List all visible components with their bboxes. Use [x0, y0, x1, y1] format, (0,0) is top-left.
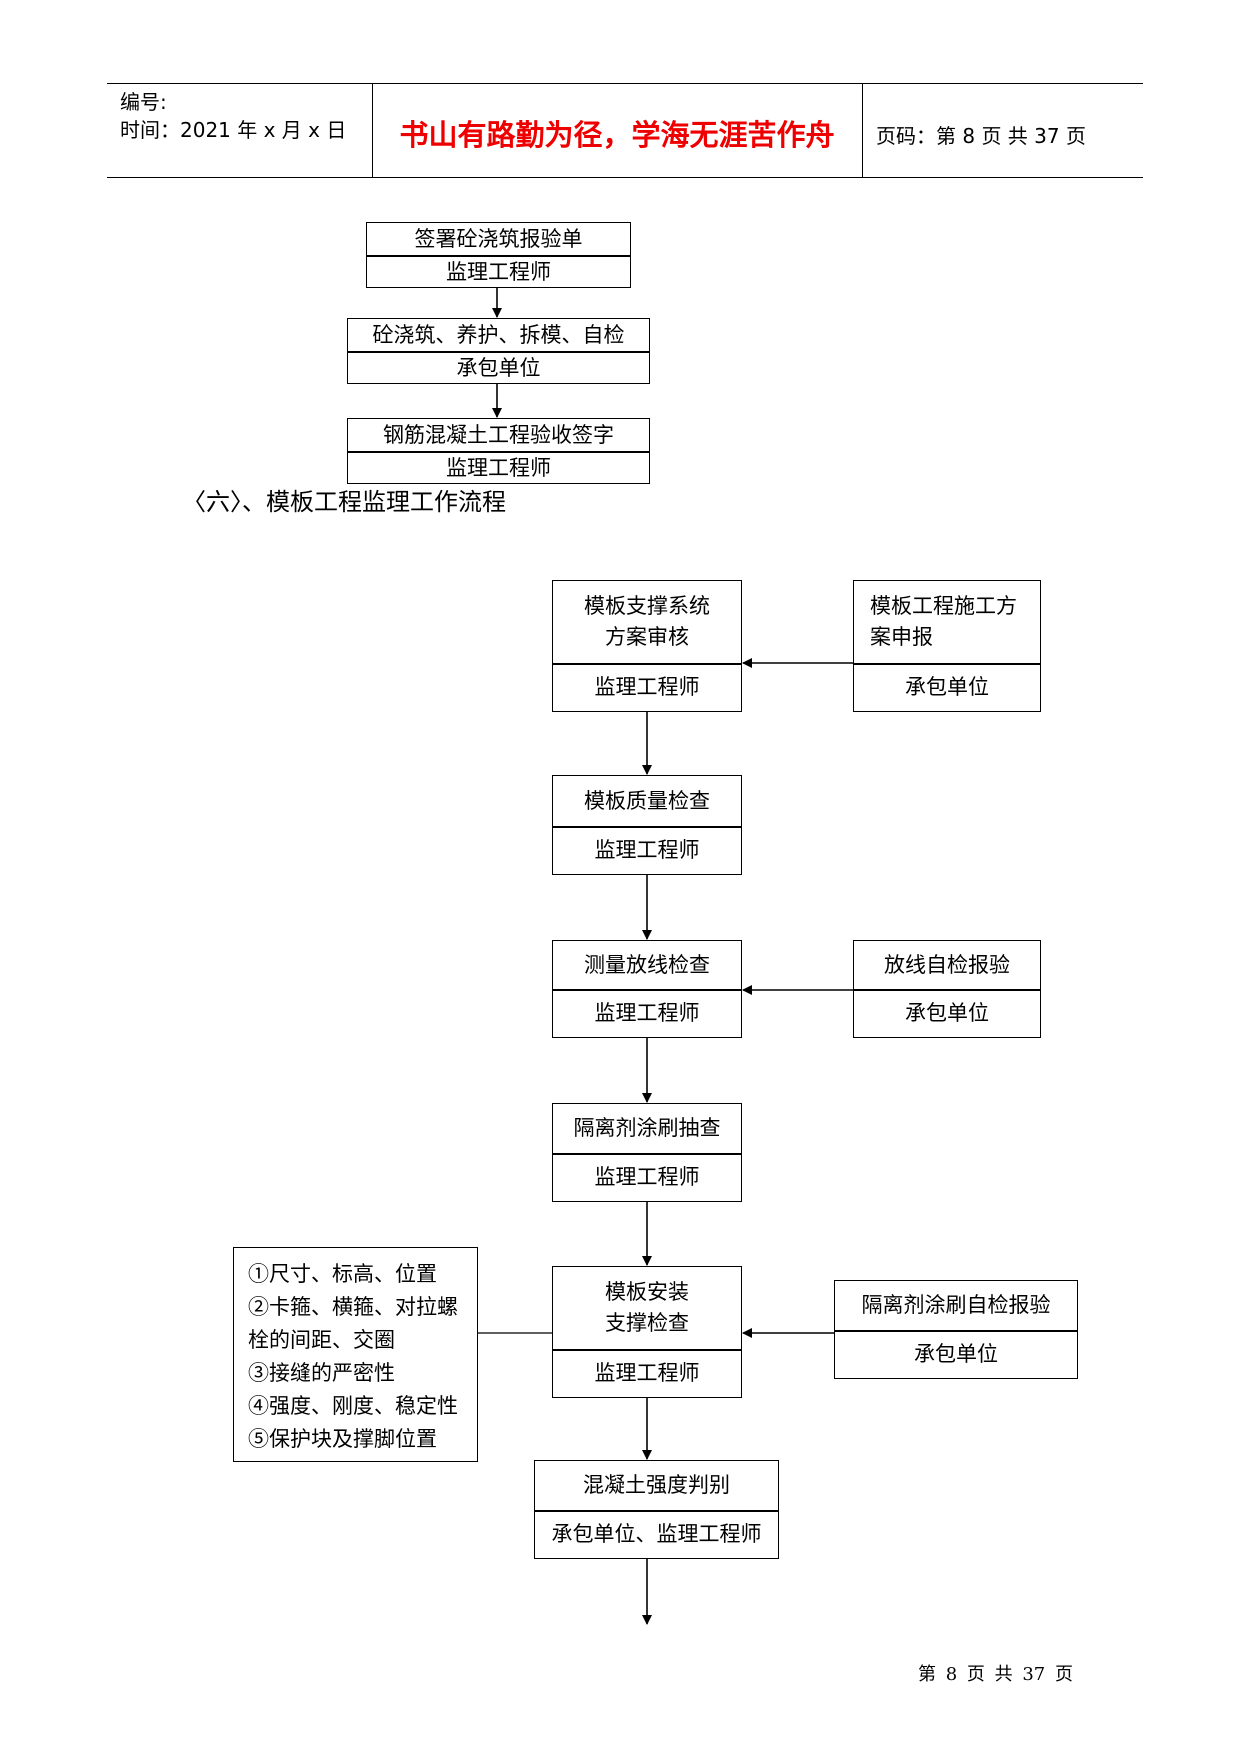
- flow-box-divider: [553, 1349, 741, 1351]
- flow-box-sign-pour-request: 签署砼浇筑报验单 监理工程师: [366, 222, 631, 288]
- page-footer: 第 8 页 共 37 页: [918, 1664, 1073, 1685]
- flow-box-support-plan-review: 模板支撑系统 方案审核 监理工程师: [552, 580, 742, 712]
- header-top-rule: [107, 83, 1143, 84]
- flow-box-divider: [553, 989, 741, 991]
- flow-box-title: 混凝土强度判别: [583, 1473, 730, 1497]
- flow-box-divider: [348, 351, 649, 353]
- check-item: 栓的间距、交圈: [248, 1328, 395, 1352]
- flow-box-title: 钢筋混凝土工程验收签字: [383, 422, 614, 447]
- flow-box-divider: [854, 989, 1040, 991]
- flow-box-role: 监理工程师: [594, 1165, 700, 1189]
- check-items-box: ①尺寸、标高、位置 ②卡箍、横箍、对拉螺 栓的间距、交圈 ③接缝的严密性 ④强度…: [233, 1247, 478, 1462]
- flow-box-role: 监理工程师: [446, 259, 551, 284]
- flow-box-title: 签署砼浇筑报验单: [414, 226, 583, 251]
- header-motto: 书山有路勤为径，学海无涯苦作舟: [399, 118, 835, 152]
- flow-box-role: 监理工程师: [446, 455, 551, 480]
- header-bottom-rule: [107, 177, 1143, 178]
- flow-box-acceptance-sign: 钢筋混凝土工程验收签字 监理工程师: [347, 418, 650, 484]
- flow-box-divider: [553, 1153, 741, 1155]
- flow-box-formwork-quality-check: 模板质量检查 监理工程师: [552, 775, 742, 875]
- flow-box-role: 承包单位: [905, 675, 989, 699]
- flow-box-role: 承包单位: [905, 1001, 989, 1025]
- flow-box-role: 监理工程师: [594, 1361, 700, 1385]
- flow-box-role: 监理工程师: [594, 838, 700, 862]
- check-item: ①尺寸、标高、位置: [248, 1262, 437, 1286]
- flow-box-role: 监理工程师: [594, 1001, 700, 1025]
- header-divider-left: [372, 83, 373, 177]
- check-item: ③接缝的严密性: [248, 1361, 395, 1385]
- flow-box-title: 模板安装 支撑检查: [605, 1280, 689, 1335]
- check-item: ⑤保护块及撑脚位置: [248, 1427, 437, 1451]
- flow-box-title: 测量放线检查: [584, 952, 710, 977]
- flow-box-title: 模板质量检查: [584, 788, 710, 813]
- flow-box-release-agent-spot-check: 隔离剂涂刷抽查 监理工程师: [552, 1103, 742, 1202]
- flow-box-concrete-strength: 混凝土强度判别 承包单位、监理工程师: [534, 1460, 779, 1559]
- flow-box-role: 承包单位、监理工程师: [551, 1522, 762, 1546]
- serial-label: 编号:: [120, 90, 167, 114]
- time-label: 时间：2021 年 x 月 x 日: [120, 118, 347, 142]
- flow-box-title: 放线自检报验: [884, 952, 1010, 977]
- flow-box-title: 砼浇筑、养护、拆模、自检: [372, 322, 625, 347]
- flow-box-survey-setout-check: 测量放线检查 监理工程师: [552, 940, 742, 1038]
- flow-box-divider: [535, 1510, 778, 1512]
- section-title: 〈六〉、模板工程监理工作流程: [182, 488, 506, 516]
- flow-box-installation-support-check: 模板安装 支撑检查 监理工程师: [552, 1266, 742, 1398]
- flow-box-divider: [348, 451, 649, 453]
- flow-box-role: 承包单位: [914, 1342, 998, 1366]
- page-info: 页码：第 8 页 共 37 页: [876, 124, 1086, 148]
- flow-box-plan-submission: 模板工程施工方 案申报 承包单位: [853, 580, 1041, 712]
- flow-box-role: 监理工程师: [594, 675, 700, 699]
- check-item: ④强度、刚度、稳定性: [248, 1394, 458, 1418]
- flow-box-title: 隔离剂涂刷自检报验: [861, 1293, 1051, 1317]
- header-divider-right: [862, 83, 863, 177]
- flow-box-divider: [367, 255, 630, 257]
- flow-box-divider: [854, 663, 1040, 665]
- flow-box-divider: [835, 1330, 1077, 1332]
- flow-box-pour-cure: 砼浇筑、养护、拆模、自检 承包单位: [347, 318, 650, 384]
- flow-box-title: 模板工程施工方 案申报: [870, 594, 1017, 649]
- check-item: ②卡箍、横箍、对拉螺: [248, 1295, 458, 1319]
- flow-box-divider: [553, 663, 741, 665]
- flow-box-setout-self-check: 放线自检报验 承包单位: [853, 940, 1041, 1038]
- flow-box-release-agent-self-check: 隔离剂涂刷自检报验 承包单位: [834, 1280, 1078, 1379]
- flow-box-title: 模板支撑系统 方案审核: [584, 594, 710, 649]
- flow-box-divider: [553, 826, 741, 828]
- flow-box-title: 隔离剂涂刷抽查: [573, 1116, 721, 1140]
- flow-box-role: 承包单位: [456, 355, 541, 380]
